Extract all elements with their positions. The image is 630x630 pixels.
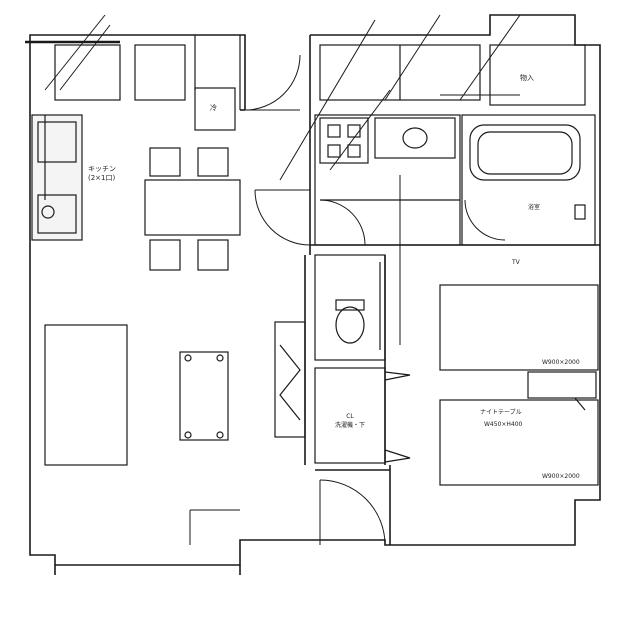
vanity [374,117,456,159]
closet [314,367,386,464]
bath-label: 浴室 [528,204,541,211]
outer-wall-top-left [29,34,246,110]
upper-cabinet [54,44,121,101]
bed2-size-label: W900×2000 [542,473,580,480]
nightstand [527,371,597,399]
cabinet-box [134,44,186,101]
bed [439,399,599,486]
dining-table [144,179,241,236]
kitchen-name: キッチン [88,165,116,173]
closet-detail: 洗濯機・下 [335,422,366,429]
fridge-space [194,87,236,131]
sofa [44,324,128,466]
entry-door-swing [244,54,301,111]
toilet-icon [335,306,365,344]
closet-label: CL 洗濯機・下 [335,412,365,430]
bed1-size-label: W900×2000 [542,359,580,366]
kitchen-counter [31,114,83,241]
washroom-door-swing [319,199,366,246]
fridge-label: 冷 [210,104,217,112]
outer-wall-top-right [310,14,601,110]
kitchen-label: キッチン (2×1口) [88,165,116,183]
bath-door-swing [464,199,506,241]
storage-label: 物入 [520,74,534,82]
outer-wall-left [29,110,601,566]
shower-fixture [574,204,586,220]
chair [149,147,181,177]
closet-name: CL [346,413,354,420]
bathroom [461,114,596,246]
chair [197,147,229,177]
washroom [314,114,461,246]
front-door-swing [319,479,386,546]
bath-tv-label: TV [512,259,520,266]
toilet-room [314,254,386,361]
chair [149,239,181,271]
sink-icon [402,127,428,149]
nightstand-label: ナイトテーブル [480,409,522,416]
tv-stand [274,321,306,438]
bed [439,284,599,371]
chair [197,239,229,271]
coffee-table [179,351,229,441]
nightstand-size-label: W450×H400 [484,421,523,428]
bathtub [469,124,581,181]
kitchen-detail: (2×1口) [88,174,116,182]
washer-space [319,117,369,164]
hall-door-swing [254,189,311,246]
storage-closet [489,44,586,106]
